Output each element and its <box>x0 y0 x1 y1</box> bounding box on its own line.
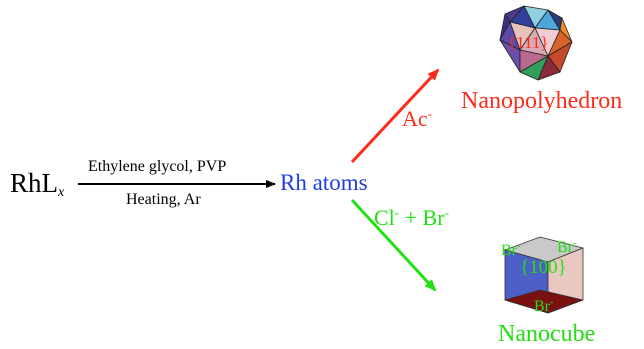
cube-br-label-bottom: Br- <box>534 297 554 315</box>
facet-111-label: {111} <box>508 33 549 52</box>
halide-ions-label: Cl- + Br- <box>374 205 449 230</box>
nanocube-shape <box>504 236 584 314</box>
precursor-formula: RhLx <box>10 168 65 200</box>
arrow-to-nanocube <box>350 198 437 292</box>
arrow-to-nanopolyhedron <box>350 68 440 164</box>
cube-br-label-left: Br- <box>501 241 521 259</box>
nanopolyhedron-shape <box>499 5 573 81</box>
condition-bottom-label: Heating, Ar <box>126 191 201 208</box>
cube-br-label-right: Br- <box>557 238 577 256</box>
acetate-ion-label: Ac- <box>402 106 432 131</box>
nanopolyhedron-label: Nanopolyhedron <box>461 88 623 114</box>
condition-top-label: Ethylene glycol, PVP <box>88 158 227 175</box>
intermediate-label: Rh atoms <box>280 170 368 195</box>
nanocube-label: Nanocube <box>498 321 596 347</box>
facet-100-label: {100} <box>520 257 567 278</box>
